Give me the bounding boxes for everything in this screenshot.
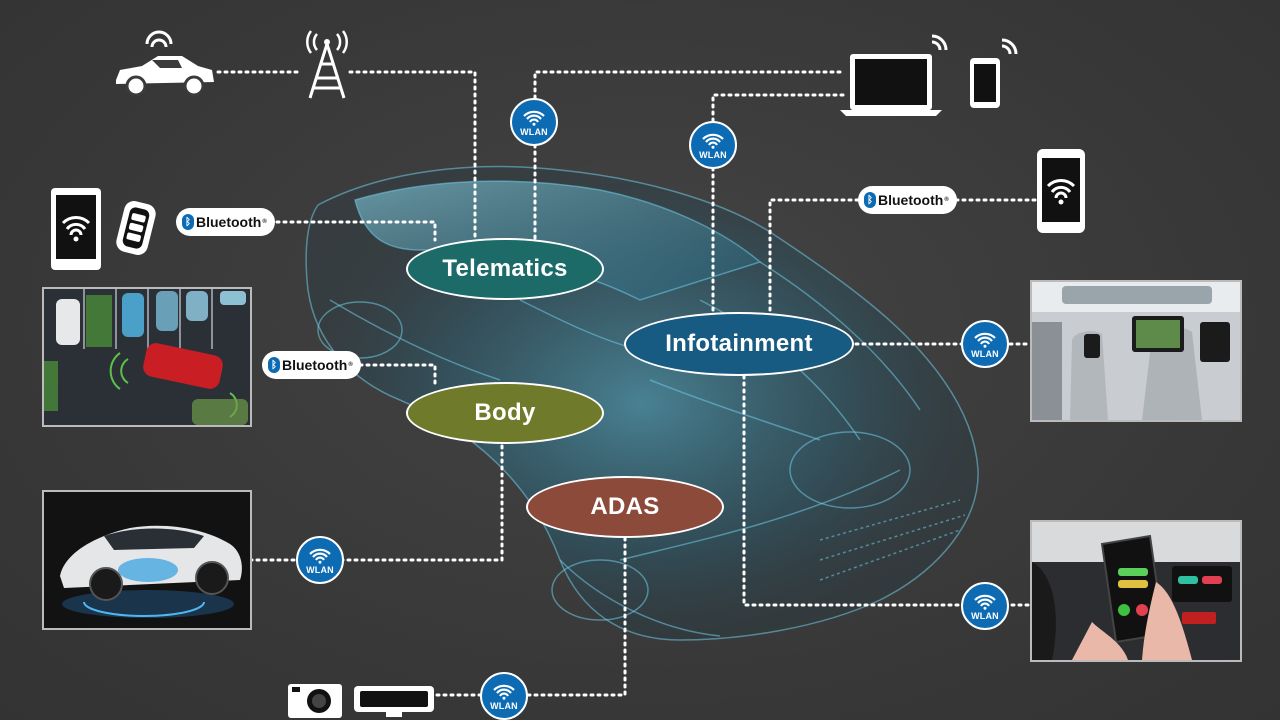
tablet-wifi-icon — [51, 188, 101, 270]
wifi-icon — [523, 110, 545, 126]
camera-icon — [288, 684, 342, 718]
wifi-icon — [493, 684, 515, 700]
parking-assist-photo — [42, 287, 252, 427]
wlan-badge: WLAN — [689, 121, 737, 169]
dashcam-icon — [354, 686, 434, 717]
bluetooth-icon: ᛒ — [268, 357, 280, 373]
wifi-icon — [309, 548, 331, 564]
cell-tower-icon — [306, 30, 348, 99]
wifi-icon — [974, 332, 996, 348]
laptop-wifi-icon — [840, 34, 948, 116]
bluetooth-badge: ᛒ Bluetooth® — [262, 351, 361, 379]
bluetooth-icon: ᛒ — [864, 192, 876, 208]
phone-wifi-icon — [1037, 149, 1085, 233]
rear-seat-display-photo — [1030, 280, 1242, 422]
adas-node: ADAS — [526, 476, 724, 538]
wlan-badge: WLAN — [296, 536, 344, 584]
phone-charging-app-photo — [1030, 520, 1242, 662]
wlan-badge: WLAN — [961, 320, 1009, 368]
smartphone-icon — [970, 38, 1018, 108]
wifi-icon — [702, 133, 724, 149]
wlan-badge: WLAN — [961, 582, 1009, 630]
bluetooth-badge: ᛒ Bluetooth® — [858, 186, 957, 214]
wifi-icon — [974, 594, 996, 610]
wlan-badge: WLAN — [510, 98, 558, 146]
body-node: Body — [406, 382, 604, 444]
infotainment-node: Infotainment — [624, 312, 854, 376]
car-xray-illustration — [305, 165, 979, 641]
connected-car-icon — [116, 30, 214, 97]
bluetooth-badge: ᛒ Bluetooth® — [176, 208, 275, 236]
key-fob-icon — [116, 201, 156, 255]
wlan-badge: WLAN — [480, 672, 528, 720]
telematics-node: Telematics — [406, 238, 604, 300]
bluetooth-icon: ᛒ — [182, 214, 194, 230]
ev-car-photo — [42, 490, 252, 630]
